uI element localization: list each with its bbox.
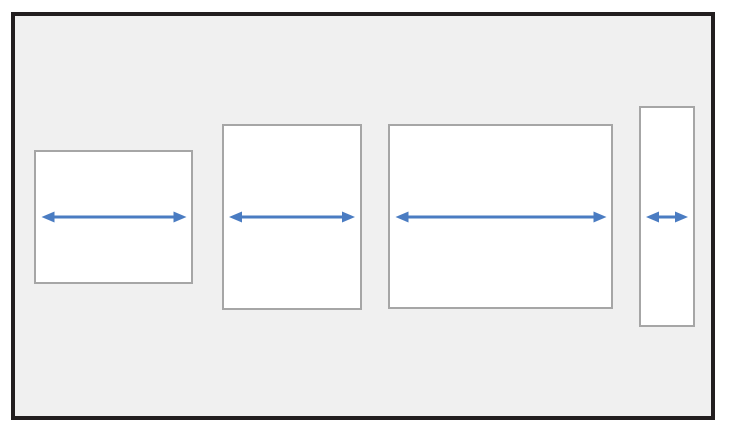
width-box-1 [34,150,193,284]
horizontal-double-arrow-icon [41,211,186,223]
horizontal-double-arrow-icon [395,211,606,222]
width-box-4 [639,106,695,327]
width-box-2 [222,124,362,310]
horizontal-double-arrow-icon [646,211,688,222]
width-box-3 [388,124,613,309]
horizontal-double-arrow-icon [229,211,355,223]
